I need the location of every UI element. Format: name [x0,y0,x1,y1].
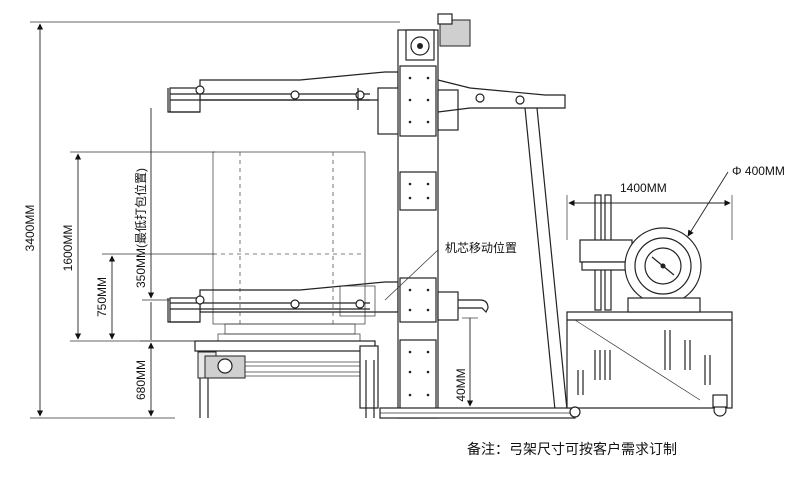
dim-40: 40MM [454,317,478,407]
base-rail [379,407,576,419]
load-outline [212,151,366,343]
right-arch [437,79,568,411]
dim-350: 350MM(最低打包位置) [133,108,175,340]
core-position-label: 机芯移动位置 [445,240,517,255]
dim-1400: 1400MM [566,181,733,240]
diameter-callout: Φ 400MM [687,164,785,237]
dim-680: 680MM [134,340,200,417]
dim-1600-label: 1600MM [61,225,75,272]
dim-350-label: 350MM(最低打包位置) [133,168,148,288]
dim-750: 750MM [95,253,215,340]
dim-40-label: 40MM [454,368,468,401]
dim-680-label: 680MM [134,360,148,400]
core-position-callout: 机芯移动位置 [384,240,517,301]
note-text: 备注：弓架尺寸可按客户需求订制 [467,441,677,457]
column-bolts [408,76,430,397]
dim-3400: 3400MM [23,21,400,419]
dim-3400-label: 3400MM [23,205,37,252]
diameter-label: Φ 400MM [732,164,785,178]
vent-slots [577,330,711,395]
conveyor [194,340,379,418]
dim-1400-label: 1400MM [620,181,667,195]
upper-arm [167,71,401,135]
strapping-machine [566,194,733,418]
lower-arm [167,281,399,323]
main-column [397,13,489,419]
dim-750-label: 750MM [95,277,109,317]
